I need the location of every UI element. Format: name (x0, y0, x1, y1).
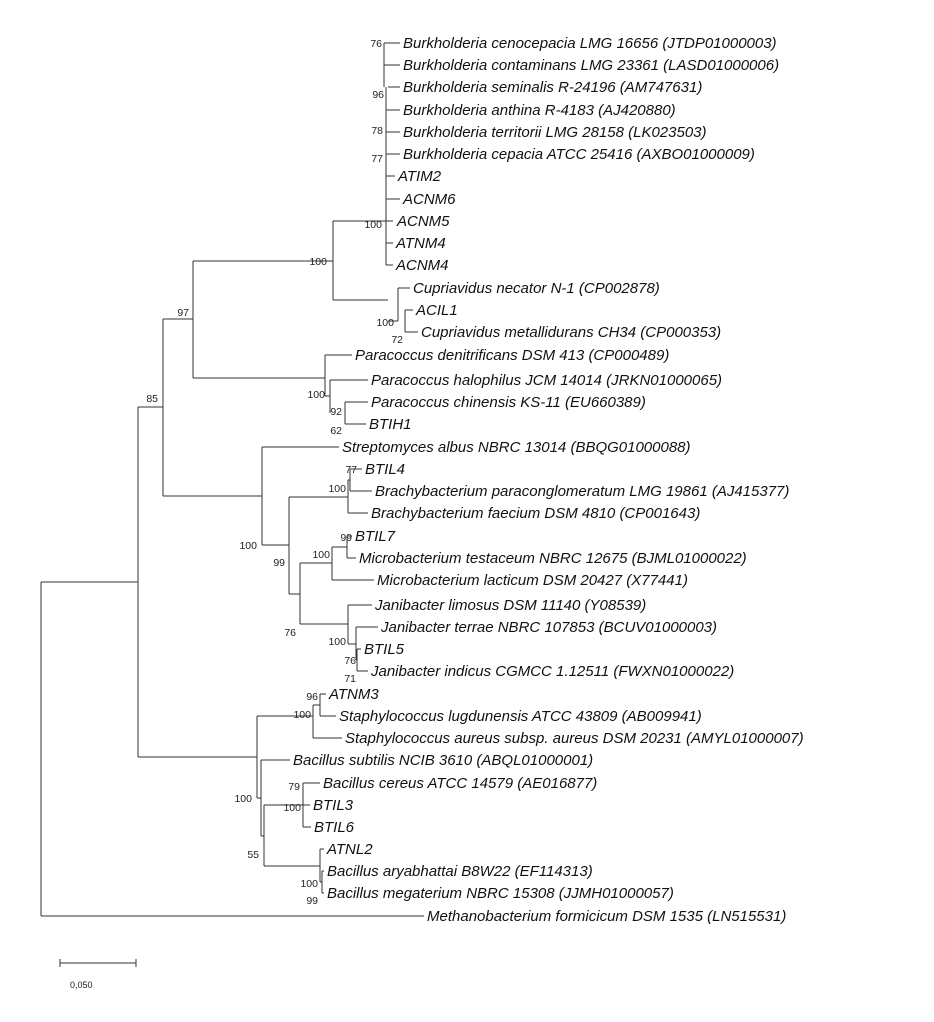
taxon-label: Janibacter limosus DSM 11140 (Y08539) (374, 597, 646, 614)
bootstrap-value: 76 (344, 655, 356, 667)
taxon-label: BTIL4 (365, 461, 405, 478)
taxon-label: Paracoccus denitrificans DSM 413 (CP0004… (355, 347, 669, 364)
bootstrap-value: 96 (306, 691, 318, 703)
taxon-label: Cupriavidus necator N-1 (CP002878) (413, 280, 660, 297)
taxon-label: Streptomyces albus NBRC 13014 (BBQG01000… (342, 439, 691, 456)
taxon-label: BTIH1 (369, 416, 412, 433)
taxon-label: Cupriavidus metallidurans CH34 (CP000353… (421, 324, 721, 341)
taxon-label: BTIL7 (355, 528, 396, 545)
taxon-label: BTIL3 (313, 797, 354, 814)
bootstrap-value: 100 (283, 802, 301, 814)
tree-branches (40, 42, 424, 917)
bootstrap-value: 100 (300, 878, 318, 890)
taxon-label: Microbacterium lacticum DSM 20427 (X7744… (377, 572, 688, 589)
taxon-label: BTIL5 (364, 641, 405, 658)
bootstrap-values: 76 96 78 77 100 100 100 72 97 100 92 62 … (146, 38, 403, 907)
taxon-label: Microbacterium testaceum NBRC 12675 (BJM… (359, 550, 747, 567)
bootstrap-value: 77 (345, 464, 357, 476)
taxon-label: Staphylococcus lugdunensis ATCC 43809 (A… (339, 708, 702, 725)
taxon-label: Bacillus subtilis NCIB 3610 (ABQL0100000… (293, 752, 593, 769)
taxon-label: ACNM6 (402, 191, 456, 208)
scale-bar-line (59, 959, 137, 967)
bootstrap-value: 78 (371, 125, 383, 137)
bootstrap-value: 85 (146, 393, 158, 405)
bootstrap-value: 100 (307, 389, 325, 401)
bootstrap-value: 99 (306, 895, 318, 907)
taxon-label: ATIM2 (397, 168, 442, 185)
taxon-label: Paracoccus chinensis KS-11 (EU660389) (371, 394, 646, 411)
bootstrap-value: 100 (376, 317, 394, 329)
taxon-label: ACNM4 (395, 257, 449, 274)
taxon-label: BTIL6 (314, 819, 355, 836)
taxon-label: ACNM5 (396, 213, 450, 230)
taxon-labels: Burkholderia cenocepacia LMG 16656 (JTDP… (293, 35, 804, 925)
bootstrap-value: 100 (239, 540, 257, 552)
bootstrap-value: 100 (364, 219, 382, 231)
bootstrap-value: 79 (288, 781, 300, 793)
bootstrap-value: 62 (330, 425, 342, 437)
taxon-label: ACIL1 (415, 302, 458, 319)
taxon-label: Bacillus megaterium NBRC 15308 (JJMH0100… (327, 885, 674, 902)
bootstrap-value: 92 (330, 406, 342, 418)
taxon-label: Burkholderia anthina R-4183 (AJ420880) (403, 102, 676, 119)
taxon-label: Paracoccus halophilus JCM 14014 (JRKN010… (371, 372, 722, 389)
bootstrap-value: 71 (344, 673, 356, 685)
taxon-label: Methanobacterium formicicum DSM 1535 (LN… (427, 908, 786, 925)
taxon-label: Brachybacterium faecium DSM 4810 (CP0016… (371, 505, 700, 522)
taxon-label: Janibacter terrae NBRC 107853 (BCUV01000… (380, 619, 717, 636)
taxon-label: Burkholderia contaminans LMG 23361 (LASD… (403, 57, 779, 74)
taxon-label: Brachybacterium paraconglomeratum LMG 19… (375, 483, 789, 500)
taxon-label: Burkholderia cenocepacia LMG 16656 (JTDP… (403, 35, 777, 52)
bootstrap-value: 100 (328, 483, 346, 495)
taxon-label: ATNL2 (326, 841, 373, 858)
bootstrap-value: 100 (309, 256, 327, 268)
scale-bar: 0,050 (59, 959, 137, 990)
bootstrap-value: 100 (234, 793, 252, 805)
taxon-label: Staphylococcus aureus subsp. aureus DSM … (345, 730, 804, 747)
bootstrap-value: 100 (328, 636, 346, 648)
taxon-label: Burkholderia cepacia ATCC 25416 (AXBO010… (403, 146, 755, 163)
taxon-label: Bacillus cereus ATCC 14579 (AE016877) (323, 775, 597, 792)
taxon-label: ATNM3 (328, 686, 379, 703)
taxon-label: ATNM4 (395, 235, 446, 252)
bootstrap-value: 76 (370, 38, 382, 50)
bootstrap-value: 97 (177, 307, 189, 319)
taxon-label: Burkholderia territorii LMG 28158 (LK023… (403, 124, 707, 141)
bootstrap-value: 72 (391, 334, 403, 346)
bootstrap-value: 76 (284, 627, 296, 639)
bootstrap-value: 99 (340, 532, 352, 544)
bootstrap-value: 96 (372, 89, 384, 101)
bootstrap-value: 99 (273, 557, 285, 569)
taxon-label: Janibacter indicus CGMCC 1.12511 (FWXN01… (370, 663, 734, 680)
bootstrap-value: 77 (371, 153, 383, 165)
scale-bar-label: 0,050 (70, 980, 93, 990)
taxon-label: Bacillus aryabhattai B8W22 (EF114313) (327, 863, 593, 880)
bootstrap-value: 100 (312, 549, 330, 561)
bootstrap-value: 100 (293, 709, 311, 721)
taxon-label: Burkholderia seminalis R-24196 (AM747631… (403, 79, 702, 96)
bootstrap-value: 55 (247, 849, 259, 861)
